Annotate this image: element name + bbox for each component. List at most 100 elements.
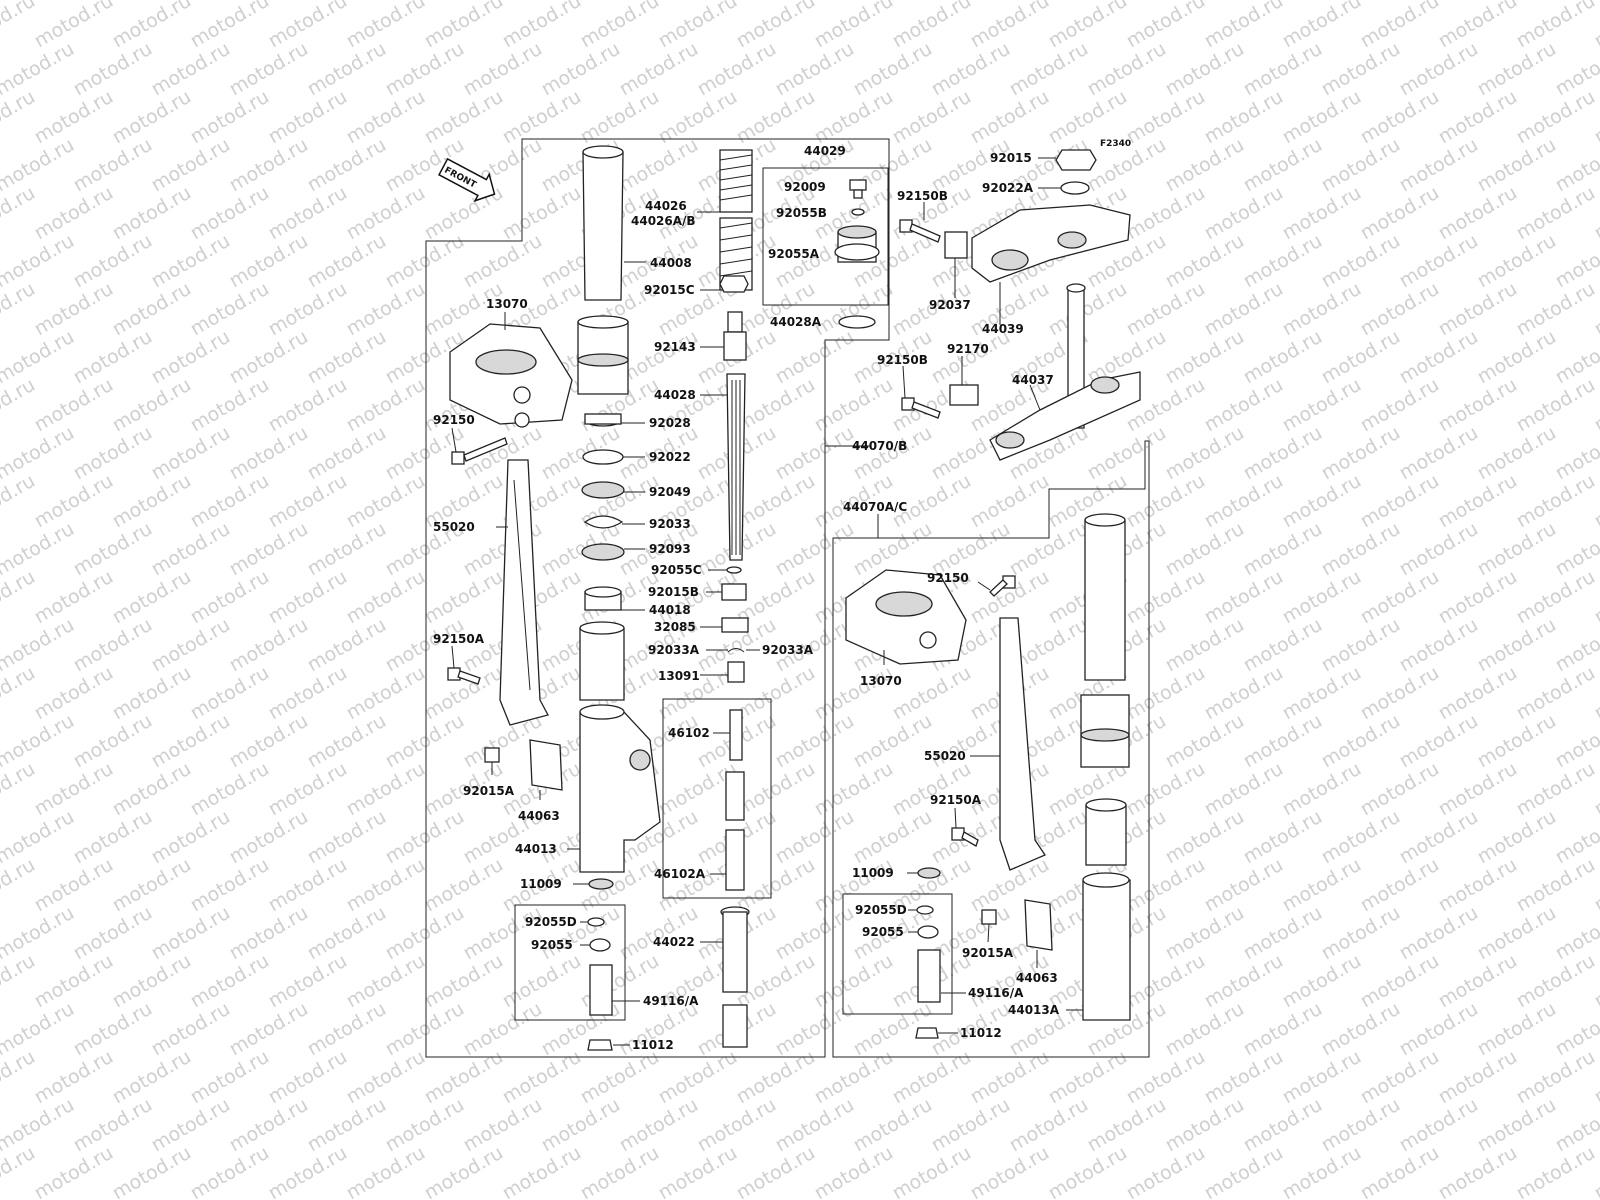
outer-tube-right-part bbox=[1080, 513, 1130, 768]
axle-holder-right-part bbox=[1082, 872, 1131, 1021]
label-44063-right: 44063 bbox=[1016, 971, 1058, 985]
label-44063-text: 44063 bbox=[518, 809, 560, 823]
label-55020: 55020 bbox=[433, 520, 475, 534]
label-92015a: 92015A bbox=[463, 784, 515, 798]
cap-kit-box bbox=[762, 167, 889, 306]
right-assembly-frame bbox=[832, 440, 1150, 1058]
label-55020-right: 55020 bbox=[924, 749, 966, 763]
label-13070-right: 13070 bbox=[860, 674, 902, 688]
label-13070: 13070 bbox=[486, 297, 528, 311]
washer-11009-part bbox=[588, 878, 614, 890]
valve-kit-box-left bbox=[514, 904, 626, 1021]
nut-92015a-part bbox=[484, 747, 500, 763]
label-44018: 44018 bbox=[649, 603, 691, 617]
left-assembly-frame bbox=[425, 138, 890, 1058]
label-11009: 11009 bbox=[520, 877, 562, 891]
label-44013a-right: 44013A bbox=[1008, 1003, 1060, 1017]
label-44029: 44029 bbox=[804, 144, 846, 158]
seal-stack-parts bbox=[581, 413, 625, 611]
label-44013: 44013 bbox=[515, 842, 557, 856]
label-32085: 32085 bbox=[654, 620, 696, 634]
valve-kit-box-right bbox=[842, 893, 953, 1015]
collar-92143-part bbox=[723, 311, 747, 361]
label-92015c: 92015C bbox=[644, 283, 695, 297]
clamp-44063-right-part bbox=[1024, 899, 1053, 951]
label-92150-right: 92150 bbox=[927, 571, 969, 585]
label-44070b: 44070/B bbox=[852, 439, 907, 453]
label-92055a: 92055A bbox=[768, 247, 820, 261]
bolt-92150b-top-part bbox=[899, 219, 941, 243]
label-92015a-right: 92015A bbox=[962, 946, 1014, 960]
cylinder-44022-part bbox=[720, 906, 750, 1048]
label-44039: 44039 bbox=[982, 322, 1024, 336]
label-92055-right: 92055 bbox=[862, 925, 904, 939]
label-44070ac: 44070A/C bbox=[843, 500, 907, 514]
label-92150a: 92150A bbox=[433, 632, 485, 646]
label-92055d: 92055D bbox=[525, 915, 577, 929]
label-44008: 44008 bbox=[650, 256, 692, 270]
upper-clamp-part bbox=[971, 204, 1131, 283]
nut-11012-part bbox=[587, 1039, 613, 1051]
outer-tube-part bbox=[577, 145, 629, 395]
bolt-92150a-right-part bbox=[951, 827, 979, 847]
nut-11012-right-part bbox=[915, 1027, 939, 1039]
front-arrow: FRONT bbox=[438, 157, 496, 203]
valve-kit-left-parts bbox=[587, 917, 613, 1016]
leader-lines bbox=[451, 157, 1083, 1046]
label-92055d-right: 92055D bbox=[855, 903, 907, 917]
label-44028: 44028 bbox=[654, 388, 696, 402]
inner-tube-right-part bbox=[1085, 798, 1127, 866]
label-11009-right: 11009 bbox=[852, 866, 894, 880]
label-92093: 92093 bbox=[649, 542, 691, 556]
label-92170: 92170 bbox=[947, 342, 989, 356]
figure-code: F2340 bbox=[1100, 139, 1131, 149]
clamp-13070-right-part bbox=[845, 569, 967, 665]
label-92055: 92055 bbox=[531, 938, 573, 952]
label-92150a-right: 92150A bbox=[930, 793, 982, 807]
label-92143: 92143 bbox=[654, 340, 696, 354]
damper-rod-part bbox=[726, 373, 746, 561]
label-44028a: 44028A bbox=[770, 315, 822, 329]
bracket-92037-part bbox=[944, 231, 968, 259]
label-92150: 92150 bbox=[433, 413, 475, 427]
nut-92015c-part bbox=[719, 275, 749, 293]
label-92049: 92049 bbox=[649, 485, 691, 499]
label-44026: 44026 bbox=[645, 199, 687, 213]
label-92015: 92015 bbox=[990, 151, 1032, 165]
bolt-92150-right-part bbox=[989, 575, 1016, 597]
spring-part bbox=[719, 149, 753, 291]
label-46102: 46102 bbox=[668, 726, 710, 740]
label-92037: 92037 bbox=[929, 298, 971, 312]
label-44037: 44037 bbox=[1012, 373, 1054, 387]
rod-kit-box bbox=[662, 698, 772, 899]
fork-guard-part bbox=[499, 459, 549, 726]
label-92150b-top: 92150B bbox=[897, 189, 948, 203]
bolt-92150b-mid-part bbox=[901, 397, 941, 419]
bracket-92170-part bbox=[949, 384, 979, 406]
nut-92015a-right-part bbox=[981, 909, 997, 925]
label-92022a: 92022A bbox=[982, 181, 1034, 195]
label-92033a-left: 92033A bbox=[648, 643, 700, 657]
label-11012-right: 11012 bbox=[960, 1026, 1002, 1040]
label-11012: 11012 bbox=[632, 1038, 674, 1052]
label-92015b: 92015B bbox=[648, 585, 699, 599]
bolt-92150a-part bbox=[447, 667, 481, 685]
nut-92015-part bbox=[1055, 149, 1097, 171]
cap-kit-parts bbox=[834, 179, 880, 329]
washer-11009-right-part bbox=[917, 867, 941, 879]
rod-small-parts bbox=[721, 566, 749, 683]
label-92028: 92028 bbox=[649, 416, 691, 430]
label-92009: 92009 bbox=[784, 180, 826, 194]
label-92033a-right: 92033A bbox=[762, 643, 814, 657]
axle-clamp-part bbox=[529, 739, 563, 791]
label-92150b-mid: 92150B bbox=[877, 353, 928, 367]
stem-bracket-part bbox=[989, 283, 1141, 461]
label-46102a: 46102A bbox=[654, 867, 706, 881]
axle-holder-part bbox=[579, 704, 661, 873]
label-92055b: 92055B bbox=[776, 206, 827, 220]
label-92055c: 92055C bbox=[651, 563, 702, 577]
label-44026ab: 44026A/B bbox=[631, 214, 696, 228]
inner-tube-part bbox=[579, 621, 625, 701]
washer-92022a-part bbox=[1060, 181, 1090, 195]
